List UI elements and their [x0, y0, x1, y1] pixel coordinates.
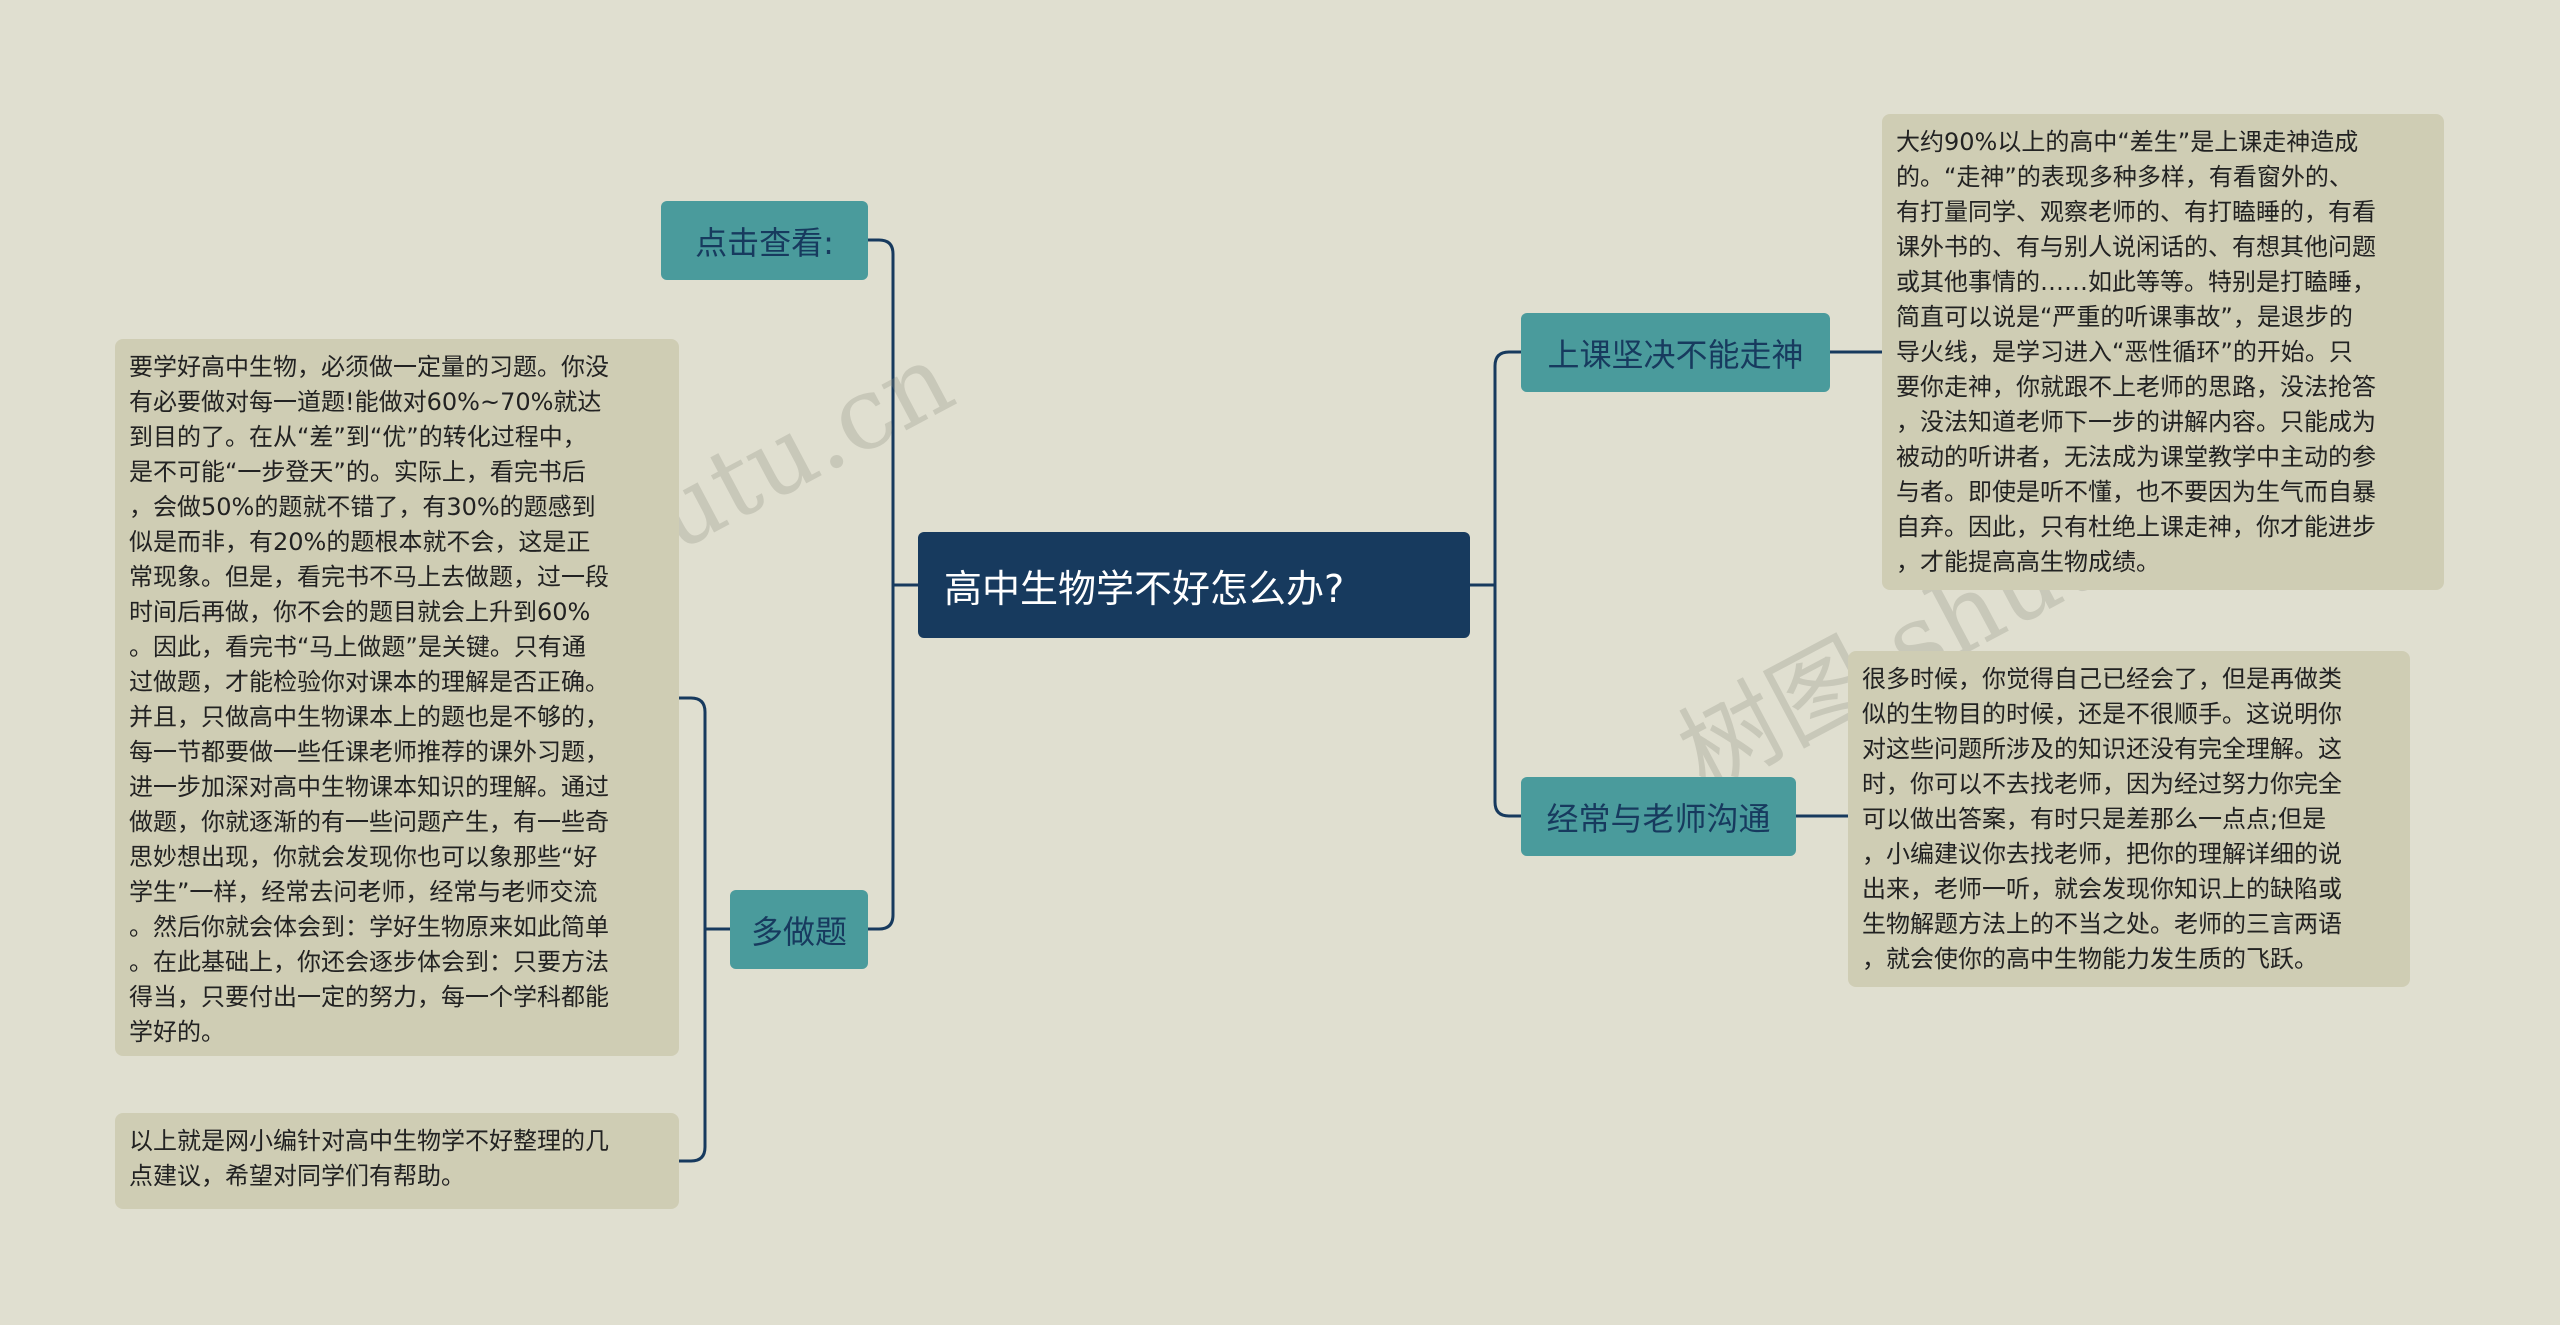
- connector-left-branches: [868, 238, 895, 931]
- topic-stay-focused[interactable]: 上课坚决不能走神: [1521, 313, 1830, 392]
- topic-click-to-view[interactable]: 点击查看:: [661, 201, 868, 280]
- topic-talk-to-teacher[interactable]: 经常与老师沟通: [1521, 777, 1796, 856]
- connector-practice-notes: [679, 696, 730, 1163]
- note-practice-detail: 要学好高中生物，必须做一定量的习题。你没 有必要做对每一道题!能做对60%~70…: [115, 339, 679, 1056]
- topic-click-to-view-label: 点击查看:: [695, 223, 834, 262]
- connector-right-branches: [1493, 350, 1521, 818]
- topic-more-practice[interactable]: 多做题: [730, 890, 868, 969]
- note-teacher-detail: 很多时候，你觉得自己已经会了，但是再做类 似的生物目的时候，还是不很顺手。这说明…: [1848, 651, 2410, 987]
- topic-talk-to-teacher-label: 经常与老师沟通: [1546, 799, 1771, 838]
- topic-stay-focused-label: 上课坚决不能走神: [1547, 335, 1804, 374]
- root-topic-label: 高中生物学不好怎么办?: [944, 566, 1345, 611]
- topic-more-practice-label: 多做题: [750, 912, 847, 951]
- root-topic[interactable]: 高中生物学不好怎么办?: [918, 532, 1470, 638]
- note-summary: 以上就是网小编针对高中生物学不好整理的几 点建议，希望对同学们有帮助。: [115, 1113, 679, 1209]
- note-focus-detail: 大约90%以上的高中“差生”是上课走神造成 的。“走神”的表现多种多样，有看窗外…: [1882, 114, 2444, 590]
